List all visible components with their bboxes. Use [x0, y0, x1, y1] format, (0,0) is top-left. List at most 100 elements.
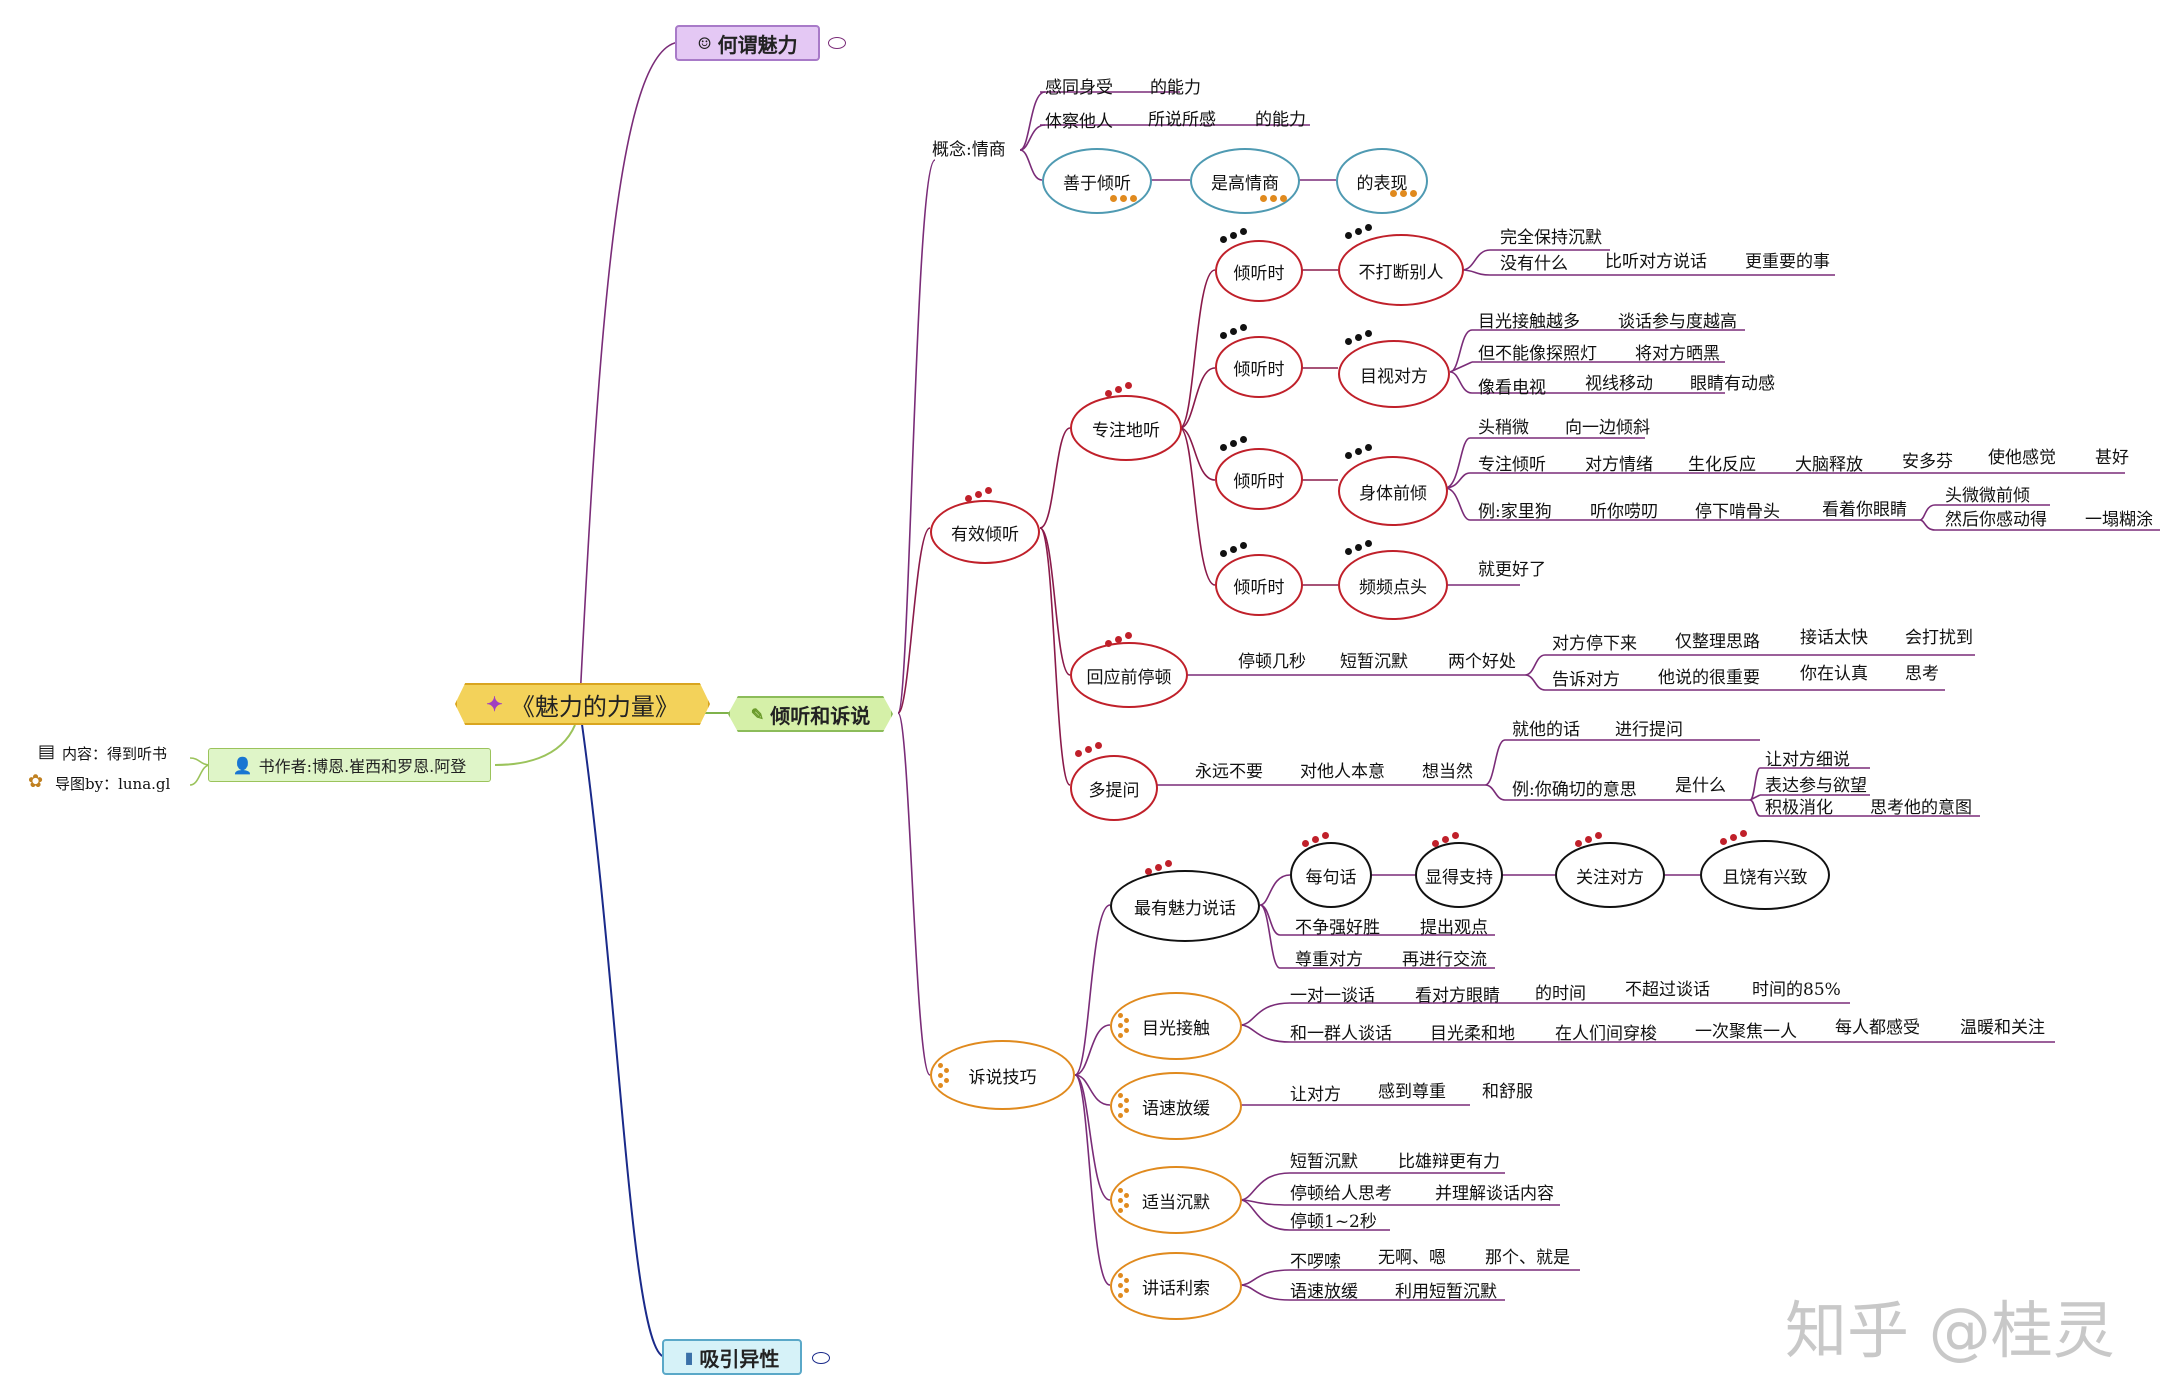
ask-text: 例:你确切的意思 [1512, 780, 1637, 800]
silence-node[interactable]: 适当沉默 [1110, 1166, 1242, 1234]
listen-node[interactable]: 倾听时 [1215, 554, 1303, 616]
focus-text: 头微微前倾 [1945, 486, 2030, 506]
ask-text: 对他人本意 [1300, 762, 1385, 782]
speak-node[interactable]: 诉说技巧 [930, 1040, 1075, 1110]
charm-chain-node[interactable]: 每句话 [1290, 842, 1372, 908]
book-icon: ▮ [684, 1347, 694, 1367]
concept-node[interactable]: 善于倾听 [1042, 148, 1152, 214]
arrow-dot [1124, 1018, 1129, 1023]
focus-text: 一塌糊涂 [2085, 510, 2153, 530]
branch-attract[interactable]: ▮ 吸引异性 [662, 1339, 802, 1375]
concept-node[interactable]: 的表现 [1336, 148, 1428, 214]
ask-text: 进行提问 [1615, 720, 1683, 740]
priority-dot [1442, 836, 1449, 843]
content-note: 内容：得到听书 [62, 745, 168, 763]
priority-dot [1105, 640, 1112, 647]
listen-node[interactable]: 身体前倾 [1338, 456, 1448, 526]
author-node[interactable]: 👤 书作者:博恩.崔西和罗恩.阿登 [208, 748, 491, 782]
charm-node[interactable]: 最有魅力说话 [1110, 870, 1260, 942]
priority-dot [1390, 190, 1397, 197]
priority-dot [1270, 195, 1277, 202]
priority-dot [1302, 840, 1309, 847]
ask-node[interactable]: 多提问 [1070, 755, 1158, 821]
focus-text: 就更好了 [1478, 560, 1546, 580]
priority-dot [1110, 195, 1117, 202]
priority-dot [1595, 832, 1602, 839]
priority-dot [1400, 190, 1407, 197]
listen-node[interactable]: 目视对方 [1338, 340, 1450, 408]
charm-chain-node[interactable]: 显得支持 [1415, 842, 1503, 908]
focus-text: 例:家里狗 [1478, 502, 1552, 522]
palette-icon: ✿ [28, 771, 44, 792]
neat-text: 不啰嗦 [1290, 1252, 1341, 1272]
focus-text: 然后你感动得 [1945, 510, 2047, 530]
collapse-toggle[interactable] [828, 37, 846, 49]
charm-chain-node[interactable]: 且饶有兴致 [1700, 840, 1830, 910]
silence-text: 并理解谈话内容 [1435, 1184, 1554, 1204]
listen-node[interactable]: 倾听时 [1215, 448, 1303, 510]
ask-text: 让对方细说 [1765, 750, 1850, 770]
arrow-dot [1118, 1013, 1123, 1018]
charm-chain-node[interactable]: 关注对方 [1555, 842, 1665, 908]
arrow-dot [1118, 1093, 1123, 1098]
arrow-dot [1124, 1108, 1129, 1113]
listen-node[interactable]: 频频点头 [1338, 550, 1448, 620]
root-node[interactable]: ✦ 《魅力的力量》 [455, 683, 710, 725]
focus-text: 使他感觉 [1988, 448, 2056, 468]
focus-text: 专注倾听 [1478, 455, 1546, 475]
branch-label: 何谓魅力 [717, 32, 798, 57]
focus-text: 没有什么 [1500, 254, 1568, 274]
priority-dot [1220, 444, 1227, 451]
pen-icon: ✎ [750, 704, 765, 724]
arrow-dot [1118, 1293, 1123, 1298]
pause-text: 会打扰到 [1905, 628, 1973, 648]
slow-node[interactable]: 语速放缓 [1110, 1072, 1242, 1140]
eye-node[interactable]: 目光接触 [1110, 992, 1242, 1060]
mapby-note: 导图by：luna.gl [55, 775, 171, 793]
focus-node[interactable]: 专注地听 [1070, 395, 1182, 461]
neat-text: 语速放缓 [1290, 1282, 1358, 1302]
focus-text: 生化反应 [1688, 455, 1756, 475]
silence-text: 短暂沉默 [1290, 1152, 1358, 1172]
eye-text: 一次聚焦一人 [1695, 1022, 1797, 1042]
arrow-dot [944, 1068, 949, 1073]
ask-text: 永远不要 [1195, 762, 1263, 782]
effective-node[interactable]: 有效倾听 [930, 500, 1040, 564]
priority-dot [1280, 195, 1287, 202]
charm-text: 不争强好胜 [1295, 918, 1380, 938]
priority-dot [1155, 864, 1162, 871]
listen-node[interactable]: 倾听时 [1215, 336, 1303, 398]
focus-text: 甚好 [2095, 448, 2129, 468]
neat-node[interactable]: 讲话利索 [1110, 1252, 1242, 1320]
focus-text: 头稍微 [1478, 418, 1529, 438]
priority-dot [1345, 338, 1352, 345]
ask-text: 表达参与欲望 [1765, 776, 1867, 796]
priority-dot [1432, 840, 1439, 847]
arrow-dot [1124, 1028, 1129, 1033]
branch-listen-speak[interactable]: ✎ 倾听和诉说 [728, 696, 893, 732]
concept-label: 概念:情商 [932, 140, 1006, 160]
eye-text: 的时间 [1535, 984, 1586, 1004]
priority-dot [1085, 746, 1092, 753]
silence-text: 停顿给人思考 [1290, 1184, 1392, 1204]
priority-dot [975, 491, 982, 498]
collapse-toggle[interactable] [812, 1352, 830, 1364]
pause-text: 两个好处 [1448, 652, 1516, 672]
charm-text: 再进行交流 [1402, 950, 1487, 970]
concept-node[interactable]: 是高情商 [1190, 148, 1300, 214]
priority-dot [1322, 832, 1329, 839]
pause-text: 仅整理思路 [1675, 632, 1760, 652]
pause-node[interactable]: 回应前停顿 [1070, 642, 1188, 708]
priority-dot [1240, 542, 1247, 549]
branch-what-is-charm[interactable]: ☺ 何谓魅力 [675, 25, 820, 61]
pause-text: 短暂沉默 [1340, 652, 1408, 672]
priority-dot [1260, 195, 1267, 202]
eye-text: 每人都感受 [1835, 1018, 1920, 1038]
eye-text: 时间的85% [1752, 980, 1841, 1000]
listen-node[interactable]: 不打断别人 [1338, 234, 1464, 306]
concept-text: 体察他人 [1045, 112, 1113, 132]
listen-node[interactable]: 倾听时 [1215, 240, 1303, 302]
priority-dot [1240, 228, 1247, 235]
concept-text: 所说所感 [1148, 110, 1216, 130]
